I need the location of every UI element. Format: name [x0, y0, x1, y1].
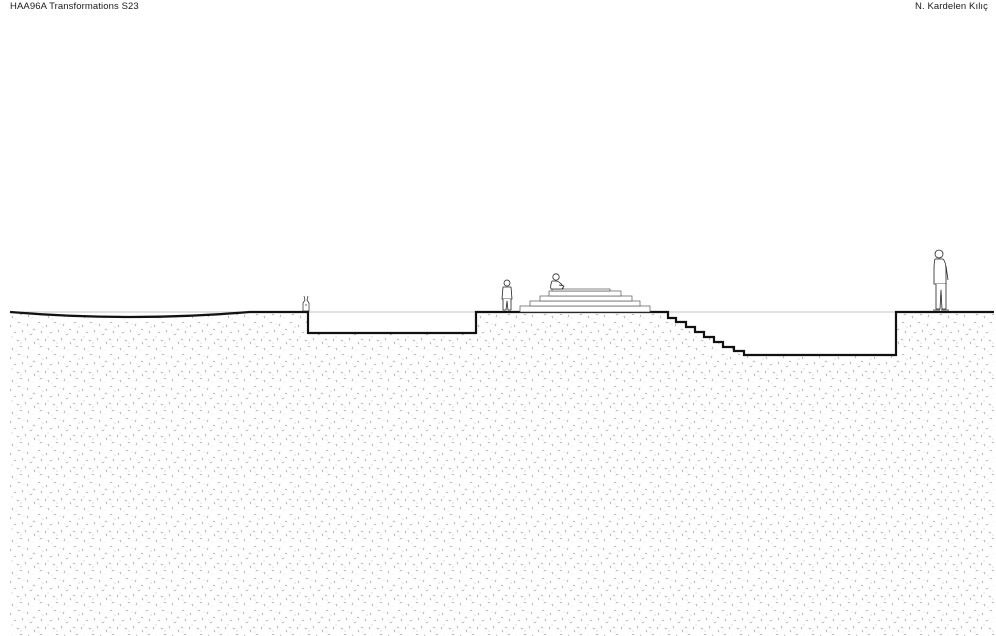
stepped-seating-mound — [519, 288, 651, 313]
standing-adult-figure — [933, 249, 949, 311]
standing-child-figure — [501, 279, 513, 311]
sheet-title: HAA96A Transformations S23 — [10, 1, 139, 12]
small-figure-left — [302, 295, 310, 312]
seated-figure — [550, 273, 565, 290]
author-name: N. Kardelen Kılıç — [915, 1, 988, 12]
soil-fill — [10, 312, 994, 636]
ground-profile — [9, 310, 994, 357]
